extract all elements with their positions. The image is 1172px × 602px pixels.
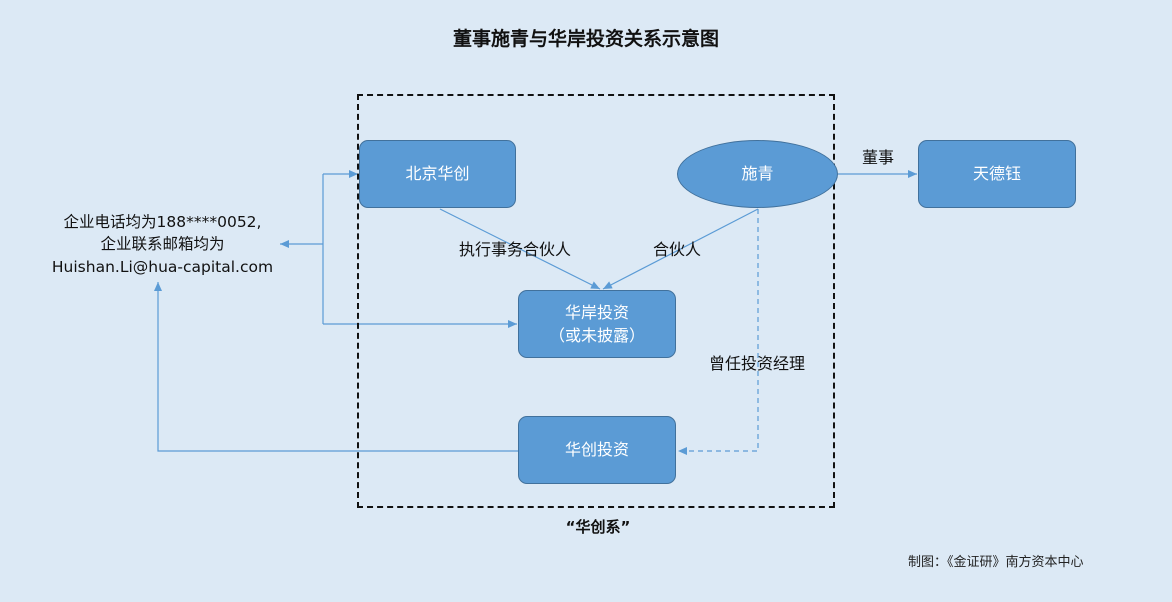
contact-info: 企业电话均为188****0052, 企业联系邮箱均为 Huishan.Li@h… — [50, 211, 275, 278]
edge-huachuang-contact — [154, 282, 518, 452]
edge-label-executive-partner: 执行事务合伙人 — [459, 240, 572, 259]
node-huachuang-invest: 华创投资 — [518, 416, 676, 484]
edge-label-director: 董事 — [862, 148, 895, 167]
node-label: 天德钰 — [972, 164, 1021, 184]
node-label: 华创投资 — [564, 440, 629, 460]
node-beijing-huachuang: 北京华创 — [359, 140, 516, 208]
node-huaan-invest: 华岸投资 （或未披露） — [518, 290, 676, 358]
contact-phone: 企业电话均为188****0052, — [63, 213, 262, 231]
node-label: 北京华创 — [405, 164, 470, 184]
node-tiandeyu: 天德钰 — [918, 140, 1076, 208]
credit-text: 制图：《金证研》南方资本中心 — [908, 555, 1084, 570]
group-label: “华创系” — [565, 518, 631, 536]
node-shi-qing: 施青 — [677, 140, 838, 208]
node-label: 施青 — [741, 164, 774, 184]
diagram-title: 董事施青与华岸投资关系示意图 — [452, 28, 719, 50]
edge-shiqing-huaan — [602, 208, 759, 290]
edge-label-former-manager: 曾任投资经理 — [709, 354, 806, 373]
edge-label-partner: 合伙人 — [653, 240, 702, 259]
huachuang-group-box — [357, 94, 835, 508]
contact-email: Huishan.Li@hua-capital.com — [51, 257, 274, 276]
node-sublabel: （或未披露） — [548, 326, 645, 345]
node-label: 华岸投资 — [564, 302, 629, 322]
edge-beijing-huaan — [439, 208, 601, 290]
contact-email-label: 企业联系邮箱均为 — [100, 235, 225, 254]
